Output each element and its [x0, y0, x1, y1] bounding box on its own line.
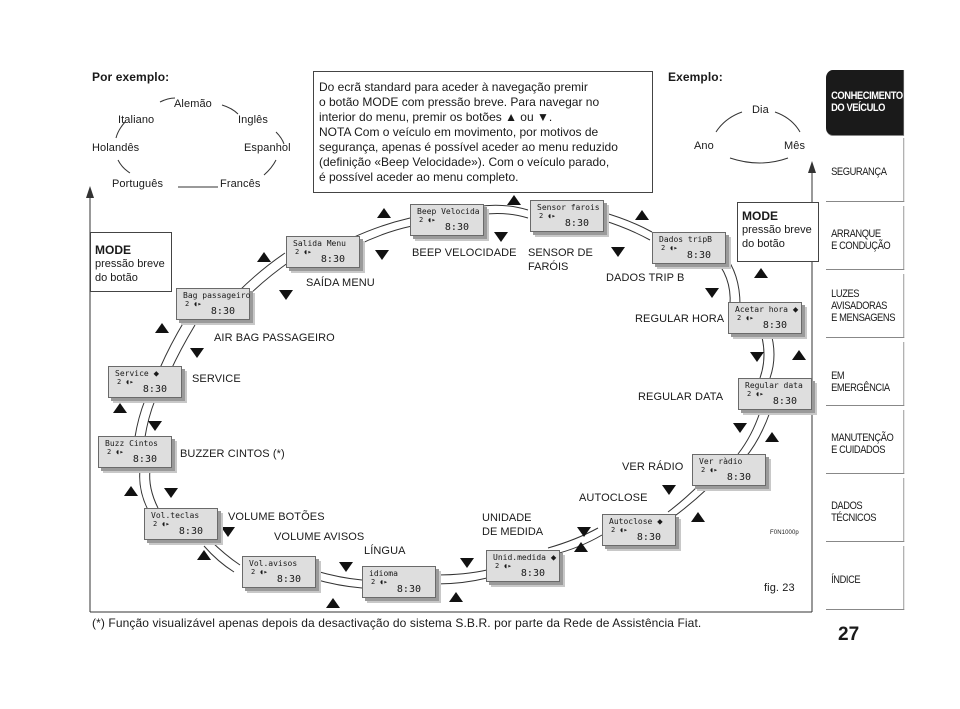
date-dia: Dia [752, 104, 769, 116]
label-trip: DADOS TRIP B [606, 272, 685, 284]
tab-indice[interactable]: ÍNDICE [826, 546, 905, 610]
screen-service: Service ⬥2 ◖▸8:30 [108, 366, 182, 398]
label-beep: BEEP VELOCIDADE [412, 247, 517, 259]
lang-aleman: Alemão [174, 98, 212, 110]
lang-holandes: Holandês [92, 142, 140, 154]
screen-acertar-hora: Acetar hora ⬥2 ◖▸8:30 [728, 302, 802, 334]
mode-box-left: MODE pressão breve do botão [90, 232, 172, 292]
mode-left-line1: pressão breve [95, 258, 165, 270]
info-line-3: interior do menu, premir os botões ▲ ou … [319, 110, 553, 124]
figure-caption: fig. 23 [764, 582, 795, 594]
info-line-7: é possível aceder ao menu completo. [319, 170, 519, 184]
tab-emergencia[interactable]: EM EMERGÊNCIA [826, 342, 905, 406]
label-service: SERVICE [192, 373, 241, 385]
page-number: 27 [838, 624, 860, 645]
info-box: Do ecrã standard para aceder à navegação… [313, 71, 653, 193]
screen-autoclose: Autoclose ⬥2 ◖▸8:30 [602, 514, 676, 546]
right-example-title: Exemplo: [668, 70, 723, 84]
label-buzzer: BUZZER CINTOS (*) [180, 448, 285, 460]
tab-seguranca[interactable]: SEGURANÇA [826, 138, 905, 202]
lang-ingles: Inglês [238, 114, 268, 126]
info-line-4: NOTA Com o veículo em movimento, por mot… [319, 125, 599, 139]
info-line-2: o botão MODE com pressão breve. Para nav… [319, 95, 600, 109]
label-vol-botoes: VOLUME BOTÕES [228, 511, 325, 523]
mode-right-title: MODE [742, 209, 778, 223]
screen-unid-medida: Unid.medida ⬥2 ◖▸8:30 [486, 550, 560, 582]
mode-right-line2: do botão [742, 238, 785, 250]
mode-left-title: MODE [95, 243, 131, 257]
lang-portugues: Português [112, 178, 164, 190]
mode-right-line1: pressão breve [742, 224, 812, 236]
mode-box-right: MODE pressão breve do botão [737, 202, 819, 262]
footnote: (*) Função visualizável apenas depois da… [92, 616, 702, 630]
label-data: REGULAR DATA [638, 391, 724, 403]
info-line-1: Do ecrã standard para aceder à navegação… [319, 80, 588, 94]
lang-espanhol: Espanhol [244, 142, 291, 154]
label-hora: REGULAR HORA [635, 313, 725, 325]
label-airbag: AIR BAG PASSAGEIRO [214, 332, 335, 344]
label-autoclose: AUTOCLOSE [579, 492, 648, 504]
date-mes: Mês [784, 140, 806, 152]
mode-left-line2: do botão [95, 272, 138, 284]
lang-frances: Francês [220, 178, 261, 190]
label-lingua: LÍNGUA [364, 545, 406, 557]
figure-code: F0N1000p [770, 530, 799, 536]
info-line-5: segurança, apenas é possível aceder ao m… [319, 140, 618, 154]
label-saida: SAÍDA MENU [306, 277, 375, 289]
left-example-title: Por exemplo: [92, 70, 170, 84]
date-ano: Ano [694, 140, 714, 152]
label-radio: VER RÁDIO [622, 461, 684, 473]
info-line-6: (definição «Beep Velocidade»). Com o veí… [319, 155, 610, 169]
lang-italiano: Italiano [118, 114, 155, 126]
label-vol-avisos: VOLUME AVISOS [274, 531, 365, 543]
